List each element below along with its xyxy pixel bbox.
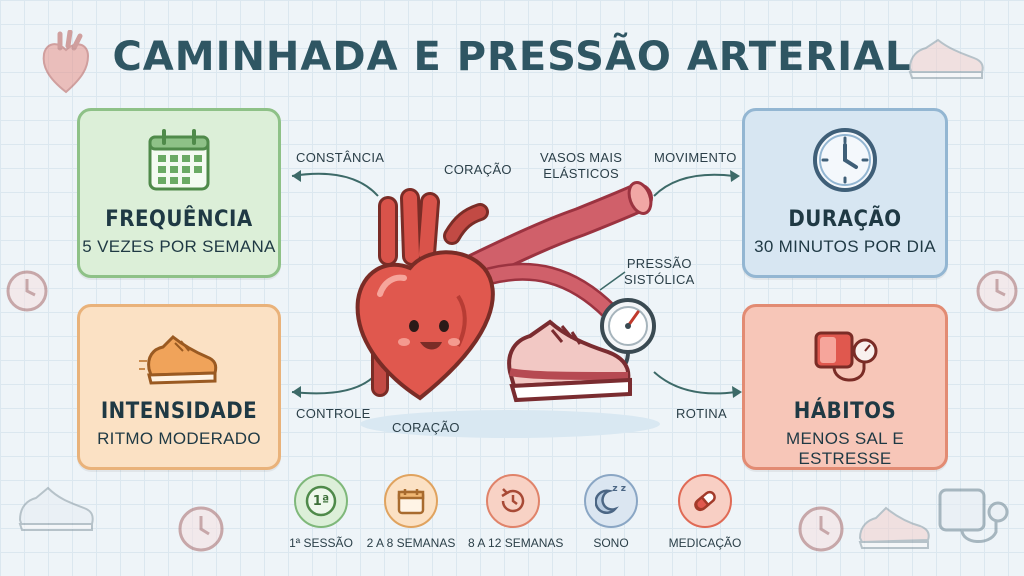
sneaker-icon [139,321,219,391]
timeline-label: 2 A 8 SEMANAS [366,536,456,550]
card-title: FREQUÊNCIA [105,207,253,232]
heart-illustration [355,188,495,401]
timeline-label: 1ª SESSÃO [289,536,353,550]
decorative-sneaker-icon [904,34,988,82]
card-frequencia: FREQUÊNCIA 5 VEZES POR SEMANA [77,108,281,278]
timeline-label: MEDICAÇÃO [668,536,742,550]
label-pressao-line2: SISTÓLICA [624,272,695,287]
label-vasos: VASOS MAIS ELÁSTICOS [540,150,622,182]
label-movimento: MOVIMENTO [654,150,737,165]
timeline-item-primeira-sessao: 1ª 1ª SESSÃO [276,474,366,550]
calendar-icon [144,125,214,195]
sleep-z-text: z z [612,484,626,494]
label-coracao-bottom: CORAÇÃO [392,420,460,435]
timeline-label: SONO [593,536,629,550]
card-duracao: DURAÇÃO 30 MINUTOS POR DIA [742,108,948,278]
label-pressao: PRESSÃO SISTÓLICA [624,256,695,288]
decorative-sneaker-icon [14,480,98,540]
card-subtitle: RITMO MODERADO [97,429,261,448]
decorative-clock-icon [974,268,1020,314]
card-subtitle: 30 MINUTOS POR DIA [754,237,936,256]
arrow-rotina [653,371,737,395]
clock-icon [810,125,880,195]
label-constancia: CONSTÂNCIA [296,150,385,165]
timeline-item-sono: z z SONO [566,474,656,550]
label-controle: CONTROLE [296,406,371,421]
moon-sleep-icon: z z [584,474,638,528]
blood-pressure-monitor-icon [810,321,880,391]
clock-rewind-icon [486,474,540,528]
card-title: DURAÇÃO [788,207,902,232]
decorative-blood-pressure-monitor-icon [934,484,1014,550]
card-title: HÁBITOS [793,399,897,424]
page-title: CAMINHADA E PRESSÃO ARTERIAL [112,34,912,80]
timeline-item-medicacao: MEDICAÇÃO [660,474,750,550]
artery-illustration [435,181,653,321]
first-badge-text: 1ª [312,493,330,509]
card-subtitle: 5 VEZES POR SEMANA [82,237,276,256]
decorative-sneaker-icon [856,500,932,556]
sneaker-illustration [507,319,632,403]
decorative-clock-icon [796,504,846,554]
decorative-heart-icon [38,30,94,96]
central-illustration [355,181,660,438]
label-rotina: ROTINA [676,406,727,421]
arrow-constancia [291,172,379,197]
label-coracao-top: CORAÇÃO [444,162,512,177]
label-vasos-line1: VASOS MAIS [540,150,623,165]
card-title: INTENSIDADE [100,399,258,424]
label-vasos-line2: ELÁSTICOS [543,166,619,181]
decorative-clock-icon [4,268,50,314]
decorative-clock-icon [176,504,226,554]
card-habitos: HÁBITOS MENOS SAL E ESTRESSE [742,304,948,470]
calendar-icon [384,474,438,528]
first-badge-icon: 1ª [294,474,348,528]
card-intensidade: INTENSIDADE RITMO MODERADO [77,304,281,470]
label-pressao-line1: PRESSÃO [626,256,692,271]
timeline-label: 8 A 12 SEMANAS [468,536,564,550]
arrow-movimento [653,173,735,197]
card-subtitle: MENOS SAL E ESTRESSE [786,429,904,468]
timeline-item-8-a-12-semanas: 8 A 12 SEMANAS [468,474,564,550]
pill-icon [678,474,732,528]
pressure-gauge-icon [595,298,656,378]
timeline-item-2-a-8-semanas: 2 A 8 SEMANAS [366,474,456,550]
